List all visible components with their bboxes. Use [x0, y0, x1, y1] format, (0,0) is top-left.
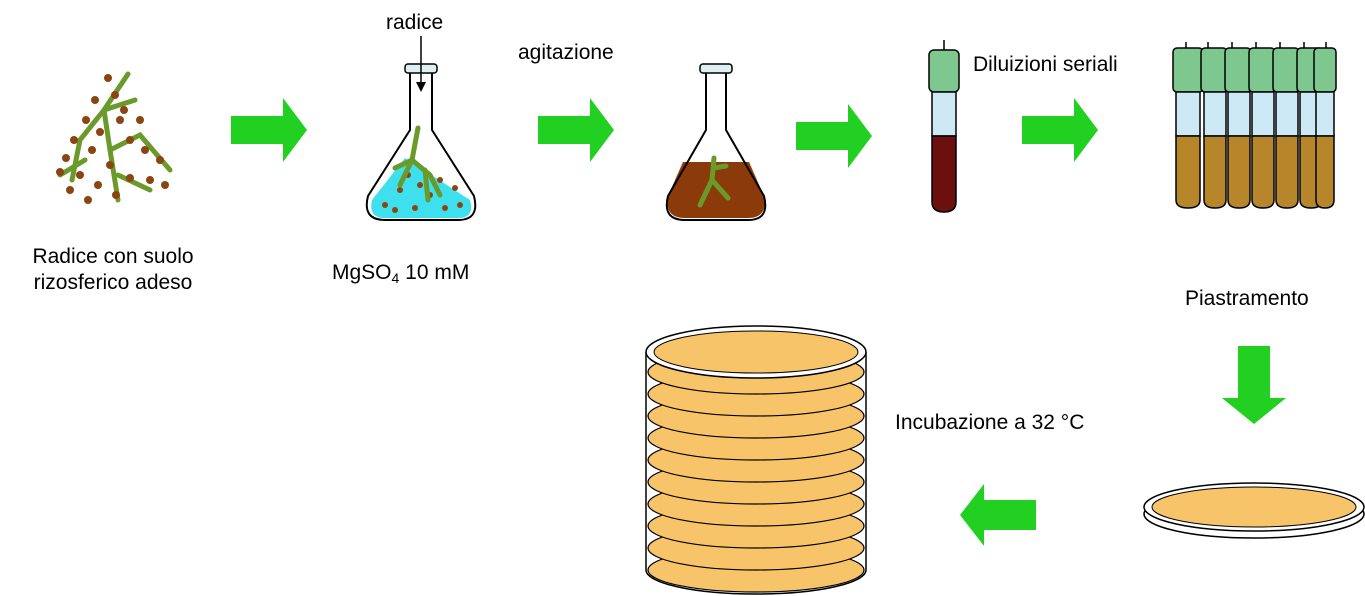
petri-stack-icon — [645, 325, 867, 595]
arrow-down-icon — [1222, 346, 1286, 424]
agitazione-label: agitazione — [518, 41, 614, 64]
incubazione-label: Incubazione a 32 °C — [895, 411, 1085, 434]
root-caption: Radice con suolo rizosferico adeso — [6, 244, 220, 296]
mgso4-prefix: MgSO — [332, 261, 392, 284]
mgso4-subscript: 4 — [391, 270, 400, 286]
tube-rack-icon — [1172, 42, 1337, 209]
root-caption-line2: rizosferico adeso — [33, 271, 193, 294]
arrow-right-icon — [231, 98, 307, 162]
mgso4-suffix: 10 mM — [399, 261, 470, 284]
flask-blue-icon — [365, 36, 477, 221]
arrow-right-icon — [1022, 98, 1098, 162]
flask-brown-icon — [665, 63, 767, 221]
piastramento-label: Piastramento — [1185, 287, 1309, 310]
root-soil-icon — [56, 71, 173, 204]
arrow-right-icon — [538, 98, 614, 162]
tube-icon — [928, 40, 960, 213]
mgso4-label: MgSO4 10 mM — [332, 260, 469, 286]
petri-dish-icon — [1143, 482, 1365, 539]
arrow-left-icon — [960, 484, 1036, 546]
arrow-right-icon — [796, 104, 872, 168]
root-caption-line1: Radice con suolo — [32, 245, 194, 268]
radice-label: radice — [386, 11, 444, 34]
diluizioni-label: Diluizioni seriali — [973, 53, 1118, 76]
